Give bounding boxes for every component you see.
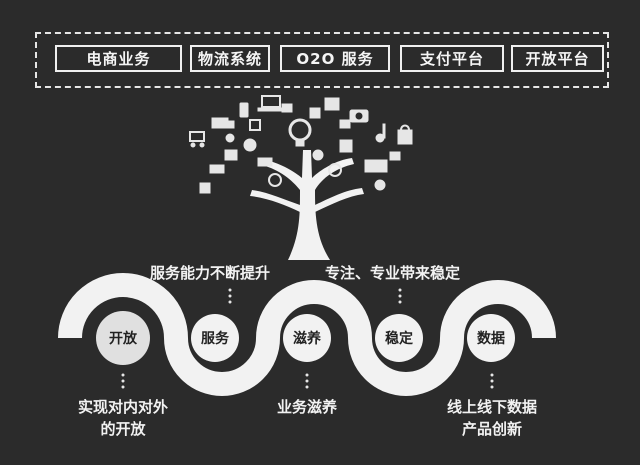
cart-icon — [189, 131, 205, 148]
tree-trunk — [250, 150, 364, 260]
truck-icon — [211, 117, 235, 129]
service-box-o2o: O2O 服务 — [280, 45, 390, 72]
phone-icon — [239, 102, 249, 118]
camera-icon — [349, 109, 369, 123]
lightbulb-icon — [288, 118, 312, 147]
node-service-label: 服务 — [201, 330, 230, 347]
node-data: 数据 — [467, 314, 515, 362]
node-open: 开放 — [96, 311, 150, 365]
bag-icon — [397, 124, 413, 145]
label-service-capability: 服务能力不断提升 — [150, 264, 271, 282]
node-service: 服务 — [191, 314, 239, 362]
label-data-line2: 产品创新 — [461, 420, 522, 438]
node-stable: 稳定 — [375, 314, 423, 362]
service-box-open-platform: 开放平台 — [511, 45, 604, 72]
node-stable-label: 稳定 — [385, 330, 413, 347]
service-box-payment: 支付平台 — [400, 45, 504, 72]
label-data-description: 线上线下数据 产品创新 — [432, 396, 552, 440]
label-data-line1: 线上线下数据 — [446, 398, 537, 416]
label-open-line1: 实现对内对外 — [77, 398, 168, 416]
node-nourish-label: 滋养 — [293, 330, 322, 347]
tree-canopy — [189, 95, 413, 194]
node-nourish: 滋养 — [283, 314, 331, 362]
gift-icon — [324, 97, 340, 111]
music-icon — [375, 123, 386, 143]
dotted-connectors — [121, 288, 494, 389]
node-open-label: 开放 — [109, 330, 138, 347]
label-business-nourish: 业务滋养 — [276, 398, 337, 416]
label-focus-stability: 专注、专业带来稳定 — [325, 264, 461, 282]
yen-icon — [268, 173, 282, 187]
service-box-ecommerce: 电商业务 — [55, 45, 182, 72]
laptop-icon — [257, 95, 285, 112]
label-open-line2: 的开放 — [100, 420, 146, 438]
serpentine-band — [58, 273, 556, 396]
node-data-label: 数据 — [477, 330, 505, 347]
top-services-frame — [35, 32, 609, 88]
label-open-description: 实现对内对外 的开放 — [62, 396, 184, 440]
service-box-logistics: 物流系统 — [190, 45, 270, 72]
